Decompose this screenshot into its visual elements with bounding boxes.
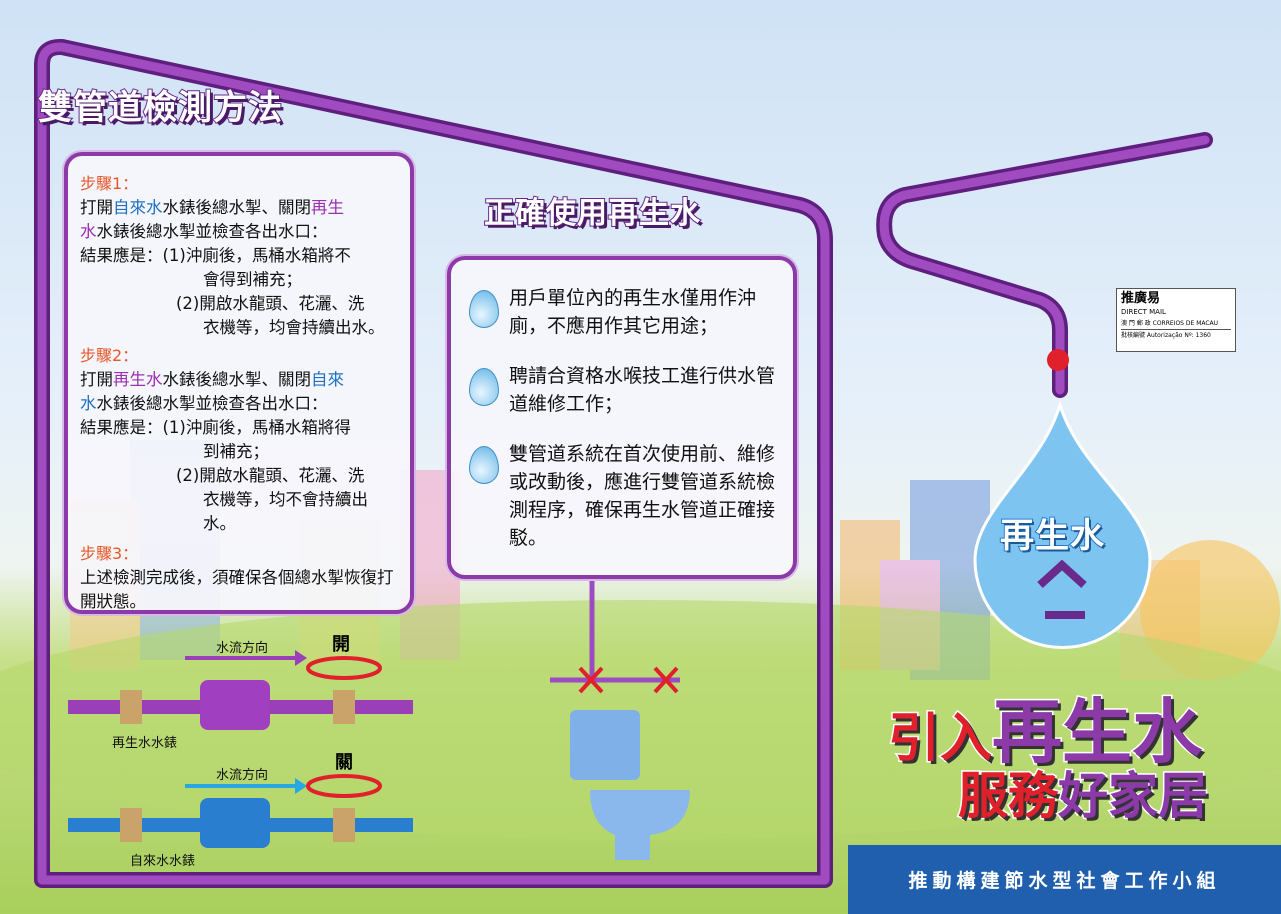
toilet-bowl — [590, 790, 690, 860]
toilet-tank — [570, 710, 640, 780]
flow-direction-label: 水流方向 — [216, 641, 269, 656]
step-3-text: 上述檢測完成後，須確保各個總水掣恢復打開狀態。 — [80, 568, 394, 611]
result-2: (2)開啟水龍頭、花灑、洗 — [176, 466, 365, 485]
result-2-cont2: 水。 — [203, 514, 236, 533]
step-2-text: 打開再生水水錶後總水掣、關閉自來水水錶後總水掣並檢查各出水口： — [80, 370, 344, 413]
step-1-text: 打開自來水水錶後總水掣、關閉再生水水錶後總水掣並檢查各出水口： — [80, 198, 344, 241]
result-1-cont: 到補充； — [203, 442, 269, 461]
recycle-icon — [1037, 559, 1087, 619]
usage-guidelines-panel: 用戶單位內的再生水僅用作沖廁，不應用作其它用途； 聘請合資格水喉技工進行供水管道… — [447, 256, 797, 579]
purple-pipe — [34, 38, 1213, 888]
guideline-item: 聘請合資格水喉技工進行供水管道維修工作； — [469, 362, 779, 418]
guideline-item: 用戶單位內的再生水僅用作沖廁，不應用作其它用途； — [469, 284, 779, 340]
subheadline: 服務好家居 — [957, 766, 1210, 827]
fresh-meter-label: 自來水水錶 — [130, 854, 196, 869]
flow-direction-label: 水流方向 — [216, 768, 269, 783]
valve-icon — [1047, 349, 1069, 371]
rotate-close-icon — [306, 774, 382, 798]
step-2-label: 步驟2： — [80, 346, 139, 365]
close-label: 關 — [335, 752, 353, 773]
headline: 引入再生水 — [886, 690, 1203, 775]
guideline-item: 雙管道系統在首次使用前、維修或改動後，應進行雙管道系統檢測程序，確保再生水管道正… — [469, 440, 779, 552]
result-2: (2)開啟水龍頭、花灑、洗 — [176, 294, 365, 313]
test-steps-panel: 步驟1： 打開自來水水錶後總水掣、關閉再生水水錶後總水掣並檢查各出水口： 結果應… — [64, 152, 414, 614]
left-section-title: 雙管道檢測方法 — [37, 87, 283, 129]
cross-icon — [578, 666, 679, 694]
result-1-cont: 會得到補充； — [203, 270, 302, 289]
footer-banner: 推動構建節水型社會工作小組 — [848, 845, 1281, 914]
result-1: (1)沖廁後，馬桶水箱將不 — [162, 246, 351, 265]
result-label: 結果應是： — [80, 246, 163, 265]
water-drop — [973, 399, 1152, 649]
step-3-label: 步驟3： — [80, 544, 139, 563]
middle-section-title: 正確使用再生水 — [483, 195, 701, 232]
water-drop-icon — [469, 368, 499, 406]
open-label: 開 — [332, 634, 350, 655]
supply-pipe — [550, 580, 680, 683]
result-label: 結果應是： — [80, 418, 163, 437]
drop-label: 再生水 — [999, 515, 1105, 557]
fresh-water-meter — [200, 798, 270, 848]
rotate-open-icon — [306, 656, 382, 680]
result-2-cont: 衣機等，均不會持續出 — [203, 490, 368, 509]
water-drop-icon — [469, 290, 499, 328]
recycled-meter-label: 再生水水錶 — [112, 736, 178, 751]
result-1: (1)沖廁後，馬桶水箱將得 — [162, 418, 351, 437]
recycled-water-meter — [200, 680, 270, 730]
step-1-label: 步驟1： — [80, 174, 139, 193]
result-2-cont: 衣機等，均會持續出水。 — [203, 318, 385, 337]
water-drop-icon — [469, 446, 499, 484]
